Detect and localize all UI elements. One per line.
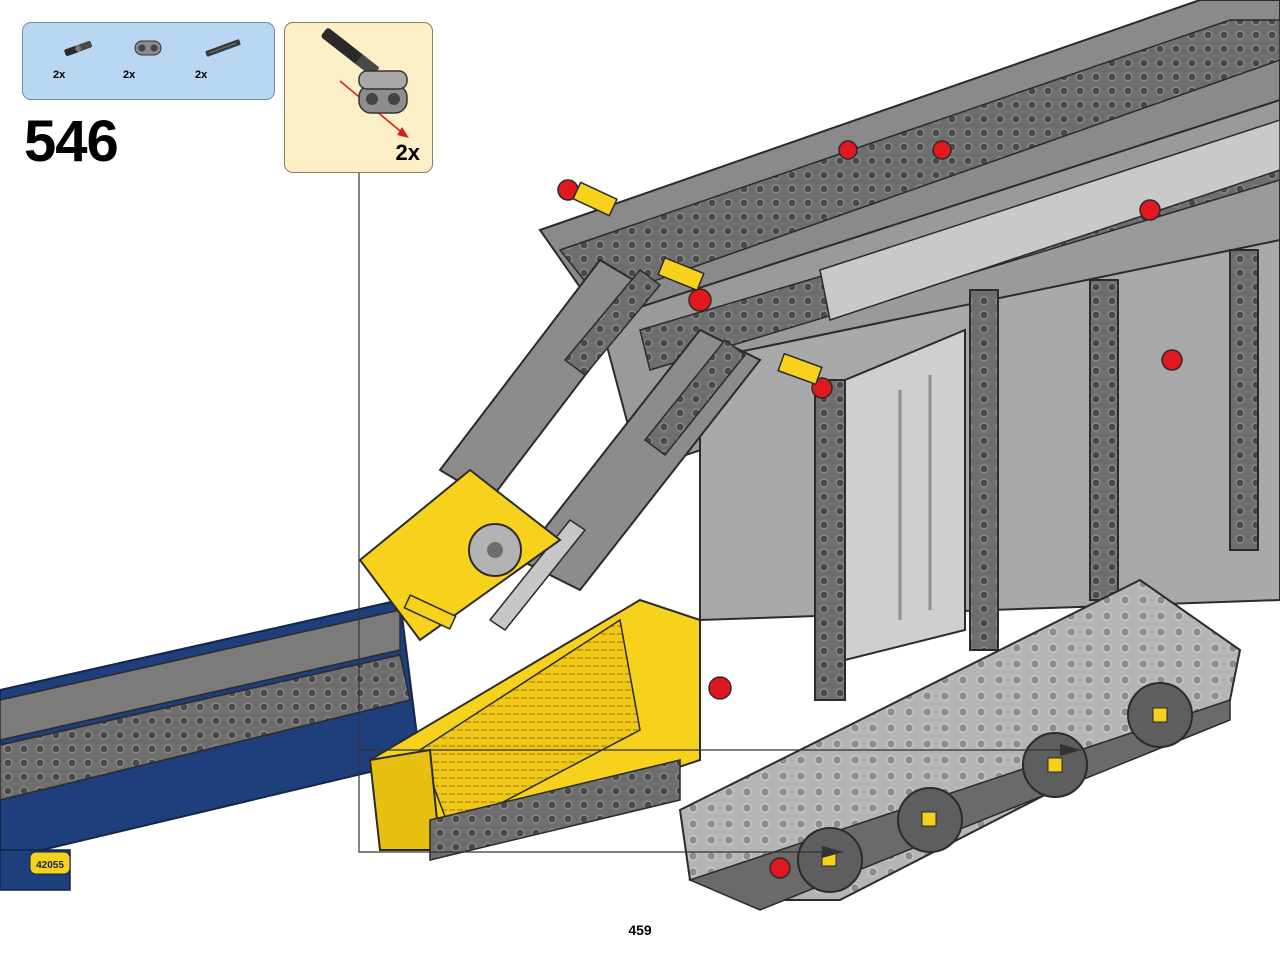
callout-lines	[358, 173, 1080, 853]
part-item: 2x	[123, 23, 183, 99]
upper-frame	[538, 0, 1280, 622]
model-decal: 42055	[36, 860, 64, 871]
conveyor-boom: 42055	[0, 598, 422, 891]
axle-pin-icon	[64, 40, 92, 56]
yellow-chassis	[358, 468, 701, 861]
connectors	[403, 140, 1183, 700]
part-qty: 2x	[123, 69, 136, 81]
submodel-callout: 2x	[284, 22, 433, 173]
submodel-qty: 2x	[395, 140, 420, 165]
part-item: 2x	[195, 23, 255, 99]
vertical-beams	[814, 249, 1259, 701]
part-qty: 2x	[195, 69, 208, 81]
page-number: 459	[628, 922, 652, 938]
part-item: 2x	[53, 23, 113, 99]
step-number: 546	[24, 109, 119, 174]
axle-icon	[205, 39, 241, 57]
door-panel	[844, 328, 966, 662]
arrow-head	[1060, 744, 1082, 756]
submodel-assembly-illustration	[321, 28, 409, 138]
part-qty: 2x	[53, 69, 66, 81]
arrow-head	[822, 846, 844, 858]
parts-list: 2x 2x 2x	[22, 22, 275, 100]
axle-connector-icon	[134, 40, 162, 56]
diagonal-struts	[383, 258, 762, 632]
crawler-track	[678, 578, 1242, 911]
